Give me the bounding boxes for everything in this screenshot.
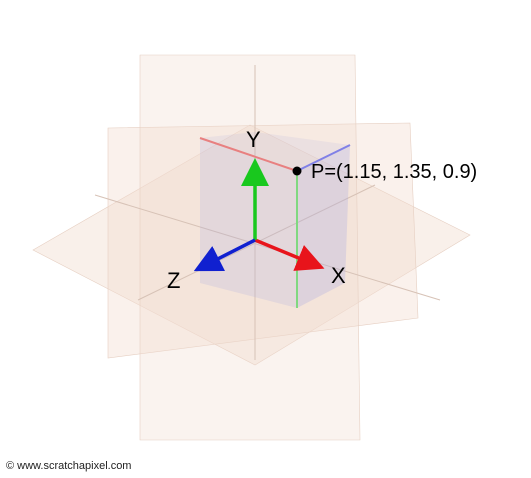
point-p-marker bbox=[292, 166, 302, 176]
yz-plane bbox=[139, 54, 361, 441]
xy-plane bbox=[107, 122, 419, 359]
x-axis-label: X bbox=[331, 263, 346, 288]
box-edge-x bbox=[199, 137, 298, 172]
z-axis-arrow bbox=[193, 238, 256, 272]
point-p-label: P=(1.15, 1.35, 0.9) bbox=[311, 161, 477, 183]
point-bounding-box bbox=[199, 132, 351, 308]
box-edge-z bbox=[296, 144, 351, 172]
reference-planes bbox=[32, 54, 471, 441]
box-top-face bbox=[200, 132, 350, 171]
plane-intersection-line bbox=[94, 194, 441, 301]
copyright-notice: © www.scratchapixel.com bbox=[6, 460, 132, 472]
y-axis-label: Y bbox=[246, 127, 261, 152]
z-axis-label: Z bbox=[167, 268, 180, 293]
axes bbox=[193, 158, 325, 272]
x-axis-arrow bbox=[254, 238, 325, 271]
